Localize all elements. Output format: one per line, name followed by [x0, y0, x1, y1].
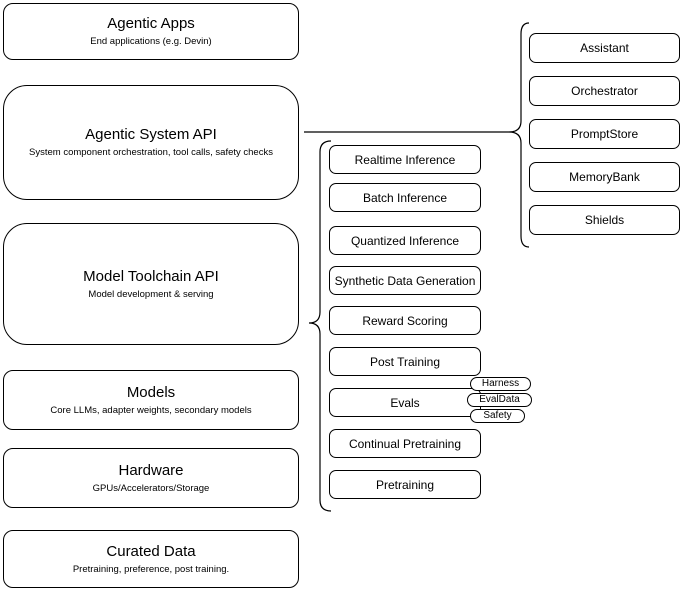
node-title: Agentic System API: [85, 126, 217, 143]
toolchain-group-brace: [308, 140, 332, 512]
node-subtitle: GPUs/Accelerators/Storage: [92, 482, 210, 494]
node-subtitle: Model development & serving: [88, 288, 214, 300]
eval-tag-harness: Harness: [470, 377, 531, 391]
toolchain-item-post-training: Post Training: [329, 347, 481, 376]
toolchain-item-realtime-inference: Realtime Inference: [329, 145, 481, 174]
hardware-node: Hardware GPUs/Accelerators/Storage: [3, 448, 299, 508]
component-shields: Shields: [529, 205, 680, 235]
node-title: Model Toolchain API: [83, 267, 219, 285]
models-node: Models Core LLMs, adapter weights, secon…: [3, 370, 299, 430]
node-subtitle: Pretraining, preference, post training.: [72, 563, 230, 575]
node-subtitle: End applications (e.g. Devin): [90, 36, 212, 47]
node-title: Curated Data: [106, 542, 196, 560]
node-subtitle: Core LLMs, adapter weights, secondary mo…: [50, 404, 252, 416]
toolchain-item-reward-scoring: Reward Scoring: [329, 306, 481, 335]
node-subtitle: System component orchestration, tool cal…: [29, 147, 273, 158]
toolchain-item-continual-pretraining: Continual Pretraining: [329, 429, 481, 458]
component-orchestrator: Orchestrator: [529, 76, 680, 106]
system-components-group-brace: [508, 22, 530, 248]
toolchain-item-evals: Evals: [329, 388, 481, 417]
toolchain-item-batch-inference: Batch Inference: [329, 183, 481, 212]
toolchain-item-pretraining: Pretraining: [329, 470, 481, 499]
eval-tag-evaldata: EvalData: [467, 393, 532, 407]
node-title: Agentic Apps: [107, 15, 195, 32]
component-assistant: Assistant: [529, 33, 680, 63]
model-toolchain-api-node: Model Toolchain API Model development & …: [3, 223, 299, 345]
component-promptstore: PromptStore: [529, 119, 680, 149]
agentic-system-api-node: Agentic System API System component orch…: [3, 85, 299, 200]
curated-data-node: Curated Data Pretraining, preference, po…: [3, 530, 299, 588]
toolchain-item-synthetic-data-generation: Synthetic Data Generation: [329, 266, 481, 295]
node-title: Hardware: [118, 461, 184, 479]
toolchain-item-quantized-inference: Quantized Inference: [329, 226, 481, 255]
node-title: Models: [126, 383, 176, 401]
agentic-apps-node: Agentic Apps End applications (e.g. Devi…: [3, 3, 299, 60]
component-memorybank: MemoryBank: [529, 162, 680, 192]
eval-tag-safety: Safety: [470, 409, 525, 423]
